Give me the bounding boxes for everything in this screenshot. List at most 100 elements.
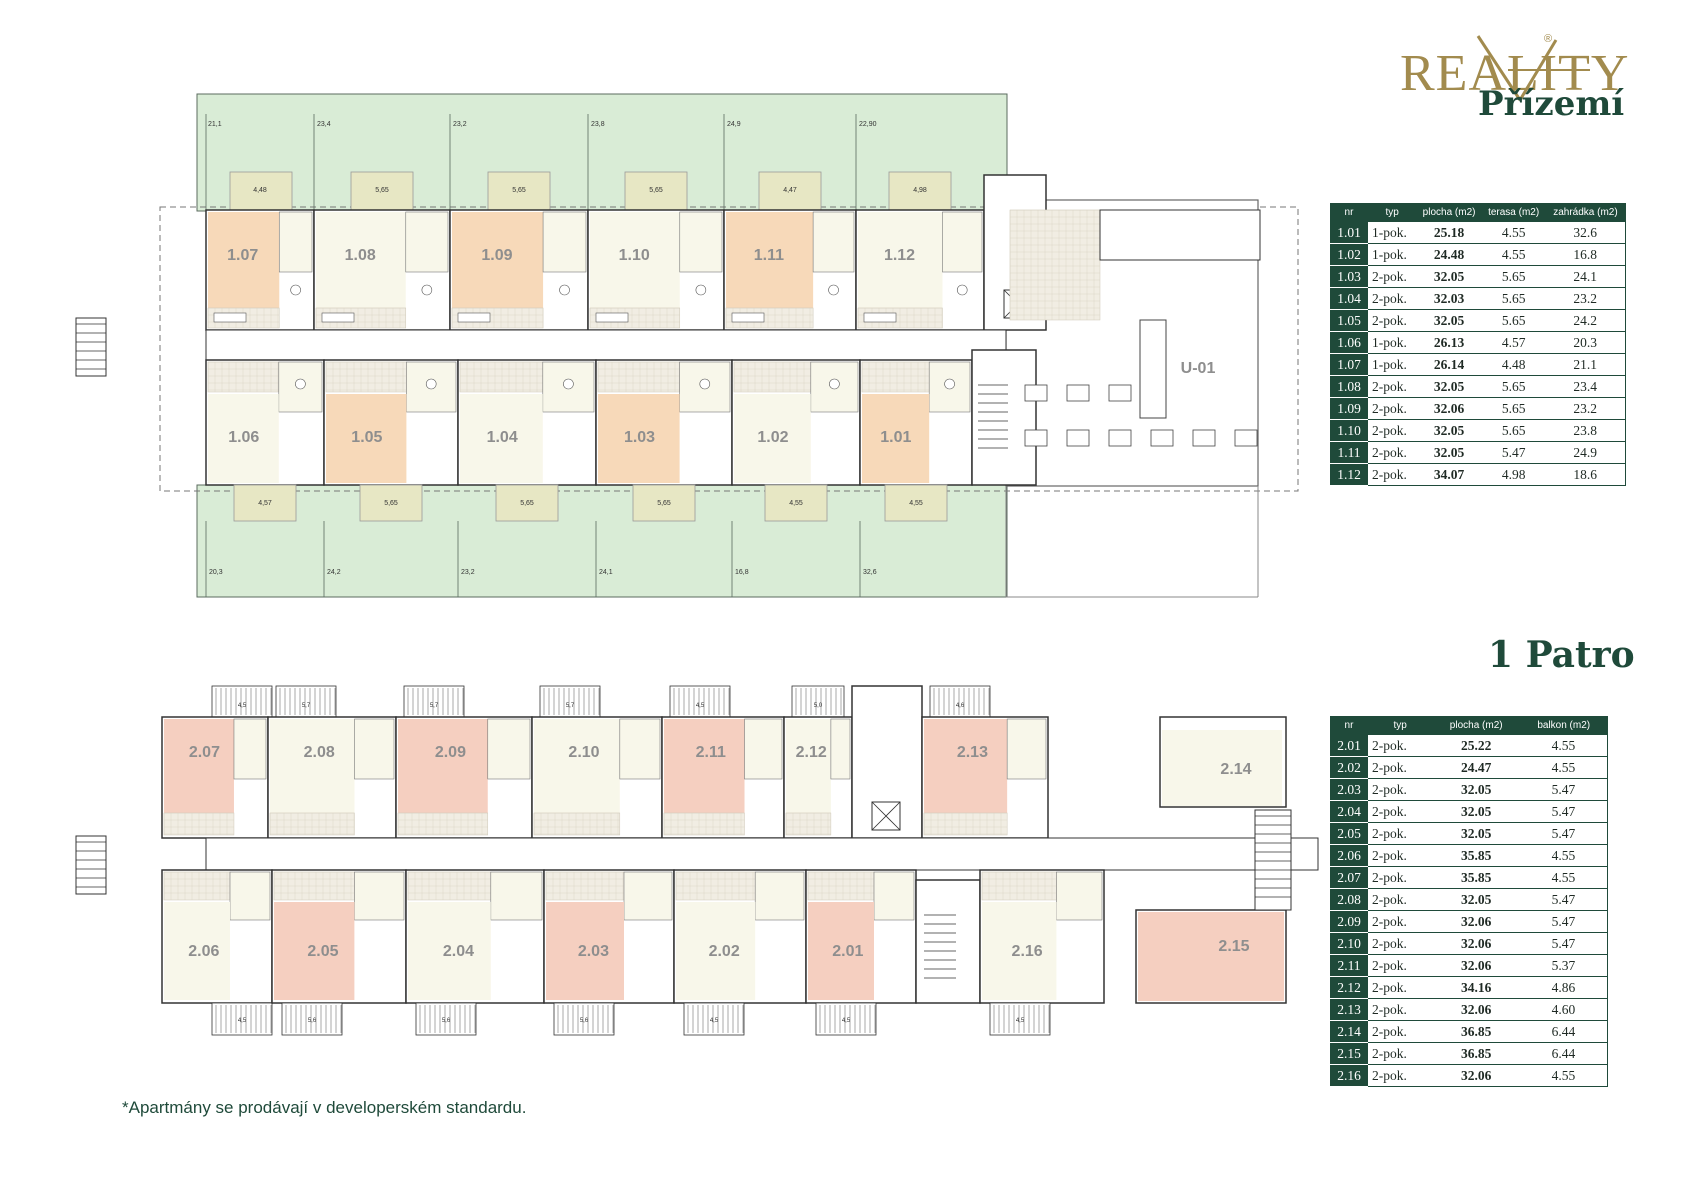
- table-cell: 25.22: [1432, 735, 1520, 757]
- table-cell: 32.03: [1416, 287, 1482, 310]
- column-header: balkon (m2): [1519, 716, 1608, 735]
- unit-number-2.12: 2.12: [796, 744, 827, 761]
- balcony: [275, 685, 337, 718]
- table-cell: 24.2: [1545, 309, 1627, 332]
- stair-core: [971, 349, 1037, 486]
- table-cell: 4.55: [1519, 735, 1608, 757]
- balcony-area-label: 5,7: [430, 703, 439, 709]
- unit-room: [664, 719, 745, 813]
- unit-number-2.09: 2.09: [435, 744, 466, 761]
- garden-area-label: 32,6: [863, 569, 877, 576]
- terrace-area-label: 5,65: [512, 187, 526, 194]
- table-cell: 32.05: [1432, 778, 1520, 801]
- table-cell: 2-pok.: [1368, 1042, 1433, 1065]
- table-cell: 2.10: [1330, 932, 1368, 955]
- garden-area-label: 24,9: [727, 121, 741, 128]
- balcony-area-label: 5,6: [308, 1018, 317, 1024]
- column-header: plocha (m2): [1432, 716, 1520, 735]
- bathroom: [623, 871, 673, 921]
- garden-area-label: 24,2: [327, 569, 341, 576]
- table-cell: 32.06: [1416, 397, 1482, 420]
- balcony: [989, 1002, 1051, 1036]
- corridor: [205, 329, 1007, 361]
- unit-number-1.11: 1.11: [754, 247, 784, 264]
- table-cell: 23.4: [1545, 375, 1627, 398]
- toilet-fixture: [828, 284, 839, 296]
- balcony: [669, 685, 731, 718]
- bathroom: [942, 211, 983, 273]
- table-cell: 23.2: [1545, 397, 1627, 420]
- table-cell: 32.05: [1416, 441, 1482, 464]
- unit-number-1.02: 1.02: [757, 429, 788, 446]
- table-cell: 2-pok.: [1368, 976, 1433, 999]
- table-cell: 5.47: [1519, 822, 1608, 845]
- table-cell: 23.2: [1545, 287, 1627, 310]
- terrace: [888, 171, 952, 211]
- unit-room: [452, 212, 544, 308]
- balcony: [281, 1002, 343, 1036]
- ground-floor-title: Přízemí: [1478, 84, 1625, 124]
- bathroom: [487, 718, 531, 780]
- table-cell: 36.85: [1432, 1042, 1520, 1065]
- south-garden: [196, 484, 1008, 598]
- unit-number-1.06: 1.06: [228, 429, 259, 446]
- logo-a-stroke: [1476, 35, 1522, 101]
- bathroom: [812, 211, 855, 273]
- unit-room: [786, 719, 831, 813]
- terrace-area-label: 4,98: [913, 187, 927, 194]
- table-cell: 1-pok.: [1368, 243, 1417, 266]
- table-cell: 2.14: [1330, 1020, 1368, 1043]
- corridor: [205, 837, 1319, 871]
- table-cell: 5.47: [1519, 800, 1608, 823]
- bathroom: [1056, 871, 1103, 921]
- table-cell: 1-pok.: [1368, 222, 1417, 244]
- table-cell: 1.03: [1330, 265, 1368, 288]
- table-cell: 35.85: [1432, 866, 1520, 889]
- table-cell: 5.47: [1519, 910, 1608, 933]
- terrace: [487, 171, 551, 211]
- toilet-fixture: [699, 378, 711, 390]
- table-cell: 4.57: [1481, 331, 1546, 354]
- unit-number-2.16: 2.16: [1012, 943, 1043, 960]
- toilet-fixture: [421, 284, 433, 296]
- cafe-table: [1150, 429, 1174, 447]
- terrace: [764, 484, 828, 522]
- unit-number-1.07: 1.07: [227, 247, 258, 264]
- cafe-table: [1024, 429, 1048, 447]
- cafe-table: [1066, 384, 1090, 402]
- table-cell: 1-pok.: [1368, 353, 1417, 376]
- table-cell: 4.55: [1519, 866, 1608, 889]
- terrace: [495, 484, 559, 522]
- cafe-table: [1108, 429, 1132, 447]
- table-cell: 1.11: [1330, 441, 1368, 464]
- unit-room: [326, 394, 407, 483]
- terrace: [359, 484, 423, 522]
- table-cell: 24.1: [1545, 265, 1627, 288]
- unit-room: [546, 902, 624, 1000]
- balcony: [683, 1002, 745, 1036]
- table-cell: 26.14: [1416, 353, 1482, 376]
- bathroom: [354, 718, 395, 780]
- building-envelope: [159, 206, 1299, 492]
- table-cell: 2-pok.: [1368, 463, 1417, 486]
- entrance-stair: [75, 317, 107, 377]
- terrace-area-label: 4,55: [789, 500, 803, 507]
- north-garden: [196, 93, 1008, 212]
- table-cell: 2-pok.: [1368, 778, 1433, 801]
- table-cell: 2-pok.: [1368, 1020, 1433, 1043]
- table-cell: 1.05: [1330, 309, 1368, 332]
- column-header: zahrádka (m2): [1545, 203, 1626, 222]
- unit-room: [598, 394, 680, 483]
